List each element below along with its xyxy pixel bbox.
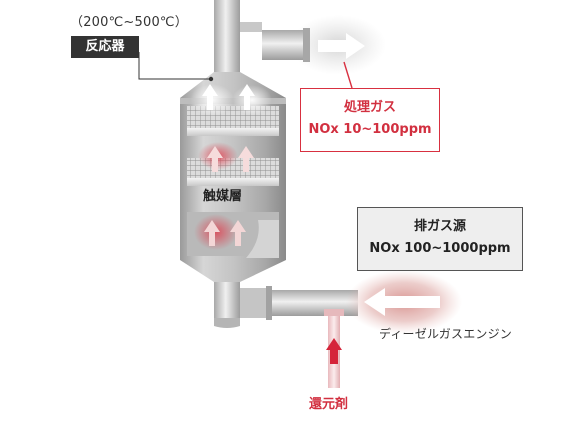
reactor-label: 反応器	[71, 36, 139, 58]
flow-arrow-top-right	[239, 84, 255, 110]
top-pipe	[214, 0, 240, 72]
reductant-label: 還元剤	[309, 397, 349, 412]
internal-flow-arrows	[202, 84, 255, 246]
flow-arrow-mid-right	[238, 146, 254, 172]
reductant-arrow	[326, 338, 342, 364]
catalyst-plate-top-edge	[187, 128, 279, 136]
exhaust-source-title: 排ガス源	[413, 219, 466, 234]
flow-arrow-mid-left	[207, 146, 223, 172]
outlet-elbow	[240, 22, 262, 32]
inlet-pipe	[268, 290, 358, 316]
flow-arrow-low-right	[230, 220, 246, 246]
outlet-flow-arrow	[318, 33, 365, 59]
treated-gas-callout: 処理ガス NOx 10~100ppm	[300, 88, 440, 152]
bottom-cap	[214, 318, 240, 328]
outlet-pipe	[262, 30, 306, 60]
inlet-elbow	[240, 288, 270, 318]
reactor-leader-dot	[208, 76, 214, 82]
inlet-flange	[266, 286, 272, 320]
flow-arrow-low-left	[204, 220, 220, 246]
treated-gas-leader	[343, 61, 353, 89]
temperature-range: （200℃~500℃）	[70, 15, 188, 30]
treated-gas-title: 処理ガス	[343, 100, 396, 115]
plate-bottom-highlight	[246, 220, 279, 258]
catalyst-layer-label: 触媒層	[203, 189, 243, 204]
flow-arrow-top-left	[202, 84, 218, 110]
glow-top-right	[232, 85, 272, 115]
catalyst-plate-middle-edge	[187, 178, 279, 186]
outlet-flange	[303, 28, 310, 62]
reductant-nozzle	[324, 309, 344, 316]
inlet-flow-arrow	[364, 288, 440, 316]
reactor-leader-line	[138, 52, 211, 80]
diesel-engine-label: ディーゼルガスエンジン	[379, 327, 513, 341]
treated-gas-nox: NOx 10~100ppm	[308, 122, 432, 137]
exhaust-source-nox: NOx 100~1000ppm	[369, 241, 511, 256]
exhaust-source-callout: 排ガス源 NOx 100~1000ppm	[357, 207, 523, 271]
